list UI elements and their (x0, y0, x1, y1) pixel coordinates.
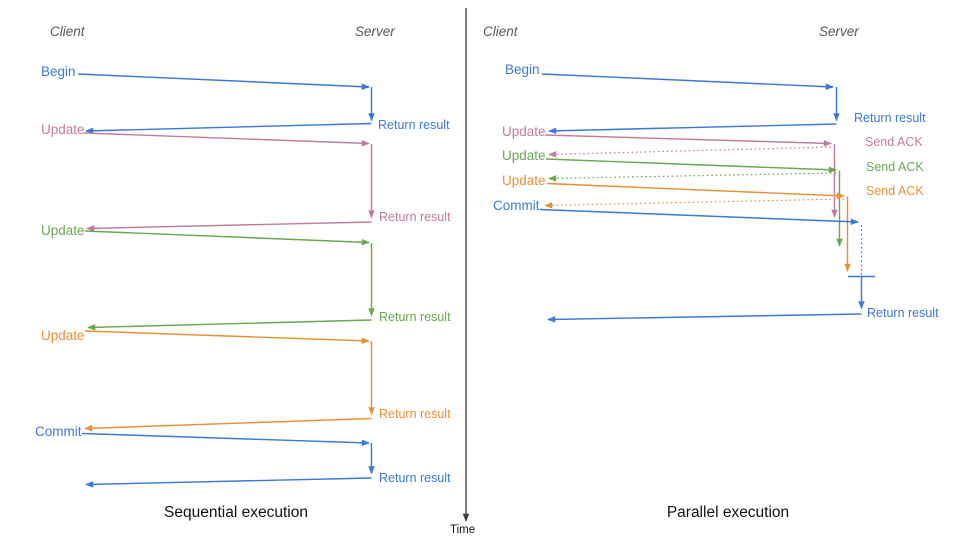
update3-ack-line (544, 198, 845, 209)
commit-request-line (81, 432, 370, 446)
update1-return-line (86, 221, 372, 232)
update3-return-line (84, 417, 372, 432)
update2-ack-line (548, 172, 837, 182)
update1-ack-line (548, 146, 832, 158)
update1-request-line (83, 132, 370, 147)
update3-request-line (84, 330, 370, 344)
update1-request-line (544, 134, 832, 147)
update3-request-line (546, 182, 845, 199)
parallel-panel-arrows (539, 73, 875, 323)
commit-return-line (85, 477, 372, 488)
sequential-panel-arrows (77, 73, 375, 488)
update2-request-line (84, 230, 370, 246)
begin-return-line (85, 122, 372, 135)
begin-request-line (77, 73, 370, 90)
update2-return-line (87, 319, 372, 331)
update2-request-line (545, 158, 837, 173)
commit-request-line (539, 208, 859, 225)
begin-return-line (548, 123, 837, 135)
begin-request-line (541, 73, 834, 90)
commit-return-line (547, 313, 862, 323)
